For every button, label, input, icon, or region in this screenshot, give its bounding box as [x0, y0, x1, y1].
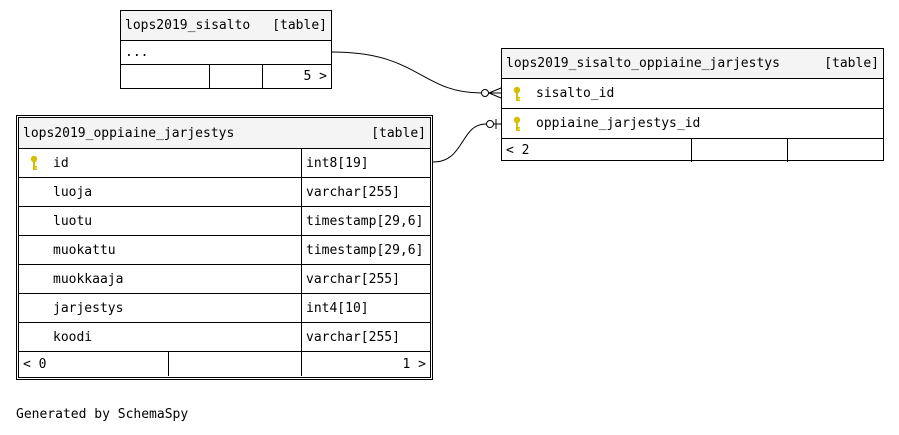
column-cell: sisalto_id: [502, 79, 883, 108]
table-row: jarjestys int4[10]: [19, 294, 430, 323]
column-name-cell: id: [19, 149, 301, 177]
column-name: luoja: [53, 184, 93, 200]
footer-parents-link[interactable]: < 0: [23, 356, 47, 372]
table-row: luoja varchar[255]: [19, 178, 430, 207]
relation-sisalto-line: [331, 51, 483, 94]
table-type-label: [table]: [272, 18, 327, 33]
table-row: id int8[19]: [19, 149, 430, 178]
footer-mid: [691, 139, 787, 162]
column-type: timestamp[29,6]: [301, 236, 430, 264]
column-type: varchar[255]: [301, 265, 430, 293]
column-name: muokattu: [53, 242, 116, 258]
column-name: sisalto_id: [536, 86, 615, 101]
table-type-label: [table]: [371, 125, 426, 141]
column-name-cell: koodi: [19, 323, 301, 351]
column-name-cell: luotu: [19, 207, 301, 235]
column-name-cell: luoja: [19, 178, 301, 206]
table-row: luotu timestamp[29,6]: [19, 207, 430, 236]
table-header: lops2019_sisalto [table]: [121, 11, 331, 41]
table-type-label: [table]: [824, 56, 879, 71]
column-type: varchar[255]: [301, 178, 430, 206]
column-name: jarjestys: [53, 300, 124, 316]
relation-sisalto-crowfoot: [488, 87, 502, 99]
table-lops2019-sisalto-oppiaine-jarjestys[interactable]: lops2019_sisalto_oppiaine_jarjestys [tab…: [501, 48, 884, 162]
column-name: koodi: [53, 329, 93, 345]
table-name: lops2019_sisalto_oppiaine_jarjestys: [506, 56, 780, 71]
column-name-cell: jarjestys: [19, 294, 301, 322]
table-lops2019-sisalto[interactable]: lops2019_sisalto [table] ... 5 >: [120, 10, 332, 89]
relation-sisalto-optional-marker: [481, 89, 489, 97]
key-icon: [510, 116, 524, 132]
key-icon: [27, 155, 41, 171]
table-header: lops2019_sisalto_oppiaine_jarjestys [tab…: [502, 49, 883, 79]
column-name-cell: muokattu: [19, 236, 301, 264]
table-row: muokkaaja varchar[255]: [19, 265, 430, 294]
table-row: sisalto_id: [502, 79, 883, 109]
footer-mid: [209, 65, 262, 88]
column-name: muokkaaja: [53, 271, 124, 287]
column-type: varchar[255]: [301, 323, 430, 351]
footer-parents-link[interactable]: < 2: [506, 143, 530, 158]
table-header: lops2019_oppiaine_jarjestys [table]: [19, 118, 430, 149]
table-name: lops2019_oppiaine_jarjestys: [23, 125, 235, 141]
table-row: ...: [121, 41, 331, 65]
column-type: timestamp[29,6]: [301, 207, 430, 235]
ellipsis-cell: ...: [125, 45, 149, 60]
table-name: lops2019_sisalto: [125, 18, 251, 33]
column-name: oppiaine_jarjestys_id: [536, 116, 701, 131]
column-type: int4[10]: [301, 294, 430, 322]
column-name-cell: muokkaaja: [19, 265, 301, 293]
key-icon: [510, 86, 524, 102]
column-cell: oppiaine_jarjestys_id: [502, 109, 883, 138]
column-name: luotu: [53, 213, 93, 229]
table-lops2019-oppiaine-jarjestys[interactable]: lops2019_oppiaine_jarjestys [table] id i…: [16, 115, 433, 380]
relation-main-line: [432, 123, 487, 163]
table-footer: < 0 1 >: [19, 352, 430, 376]
table-footer: < 2: [502, 139, 883, 162]
footer-right: [787, 139, 883, 162]
generated-by-label: Generated by SchemaSpy: [16, 407, 189, 422]
relation-main-one-marker: [494, 119, 501, 129]
table-row: koodi varchar[255]: [19, 323, 430, 352]
table-row: oppiaine_jarjestys_id: [502, 109, 883, 139]
footer-children-link[interactable]: 1 >: [301, 352, 430, 376]
footer-children-link[interactable]: 5 >: [262, 65, 331, 88]
relation-main-optional-marker: [486, 120, 494, 128]
column-name: id: [53, 155, 69, 171]
footer-left: [121, 65, 209, 88]
table-footer: 5 >: [121, 65, 331, 88]
column-type: int8[19]: [301, 149, 430, 177]
footer-mid: [168, 352, 301, 376]
table-row: muokattu timestamp[29,6]: [19, 236, 430, 265]
